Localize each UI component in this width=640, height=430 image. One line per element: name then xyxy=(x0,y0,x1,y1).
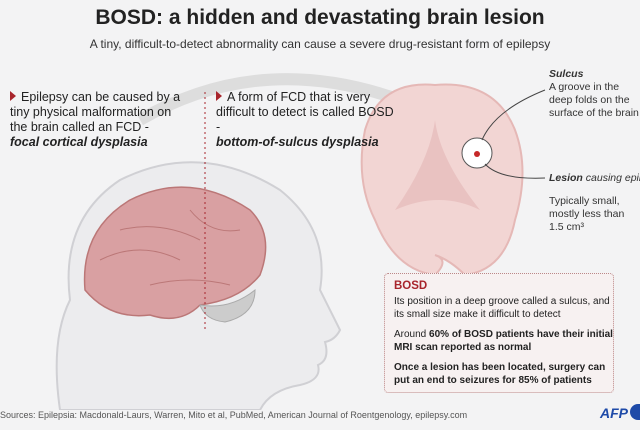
lesion-desc: Typically small, mostly less than 1.5 cm… xyxy=(549,195,625,233)
middle-note: A form of FCD that is very difficult to … xyxy=(216,90,394,149)
bosd-info-box: BOSD Its position in a deep groove calle… xyxy=(384,273,614,393)
lesion-label: Lesion causing epilepsy xyxy=(549,172,640,184)
arrow-curve xyxy=(136,73,403,126)
lesion-pointer xyxy=(484,163,546,179)
lesion-dot xyxy=(474,151,480,157)
afp-logo: AFP xyxy=(600,404,640,421)
brain-side-view xyxy=(83,186,267,320)
box-paragraph: Once a lesion has been located, surgery … xyxy=(394,362,606,386)
left-note: Epilepsy can be caused by a tiny physica… xyxy=(10,90,181,149)
box-heading: BOSD xyxy=(394,280,428,292)
box-paragraph: Its position in a deep groove called a s… xyxy=(394,296,610,320)
illustration xyxy=(55,73,546,410)
sources: Sources: Epilepsia: Macdonald-Laurs, War… xyxy=(0,410,468,420)
box-paragraph: Around 60% of BOSD patients have their i… xyxy=(394,329,613,353)
cerebellum xyxy=(199,288,256,323)
sulcus-pointer xyxy=(481,89,546,141)
subtitle: A tiny, difficult-to-detect abnormality … xyxy=(89,37,551,51)
triangle-bullet-icon xyxy=(10,91,16,101)
triangle-bullet-icon xyxy=(216,91,222,101)
page-title: BOSD: a hidden and devastating brain les… xyxy=(95,6,545,29)
